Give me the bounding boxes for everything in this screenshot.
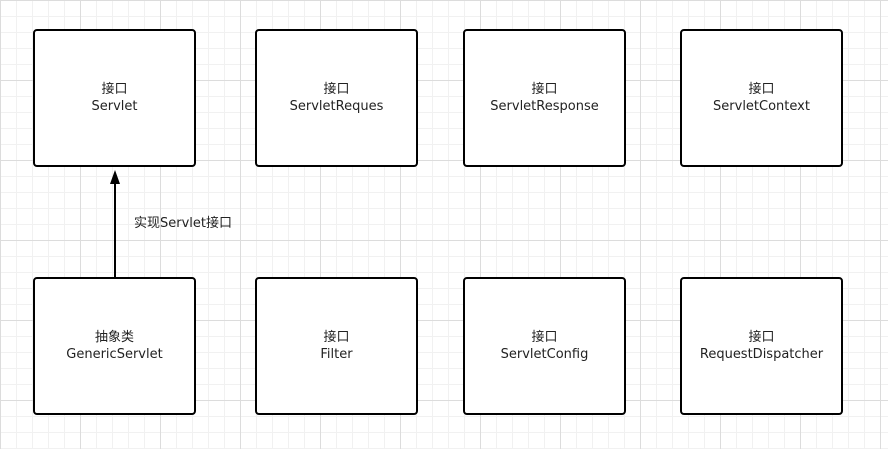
- node-name: Servlet: [91, 99, 138, 114]
- node-generic-servlet[interactable]: 抽象类 GenericServlet: [33, 277, 196, 415]
- edge-label-implements: 实现Servlet接口: [134, 216, 232, 231]
- node-name: RequestDispatcher: [699, 347, 824, 362]
- implements-arrow-head: [110, 170, 120, 184]
- node-stereotype: 接口: [748, 330, 775, 345]
- node-filter[interactable]: 接口 Filter: [255, 277, 418, 415]
- node-stereotype: 接口: [531, 82, 558, 97]
- node-request-dispatcher[interactable]: 接口 RequestDispatcher: [680, 277, 843, 415]
- node-servlet-request[interactable]: 接口 ServletReques: [255, 29, 418, 167]
- node-stereotype: 接口: [323, 330, 350, 345]
- node-stereotype: 接口: [101, 82, 128, 97]
- node-name: Filter: [320, 347, 353, 362]
- node-name: ServletResponse: [490, 99, 599, 114]
- node-servlet-config[interactable]: 接口 ServletConfig: [463, 277, 626, 415]
- node-stereotype: 接口: [748, 82, 775, 97]
- node-stereotype: 接口: [531, 330, 558, 345]
- node-servlet[interactable]: 接口 Servlet: [33, 29, 196, 167]
- node-name: GenericServlet: [66, 347, 163, 362]
- node-servlet-response[interactable]: 接口 ServletResponse: [463, 29, 626, 167]
- node-stereotype: 接口: [323, 82, 350, 97]
- node-stereotype: 抽象类: [94, 330, 134, 345]
- node-name: ServletContext: [713, 99, 810, 114]
- node-servlet-context[interactable]: 接口 ServletContext: [680, 29, 843, 167]
- node-name: ServletConfig: [500, 347, 589, 362]
- node-name: ServletReques: [289, 99, 384, 114]
